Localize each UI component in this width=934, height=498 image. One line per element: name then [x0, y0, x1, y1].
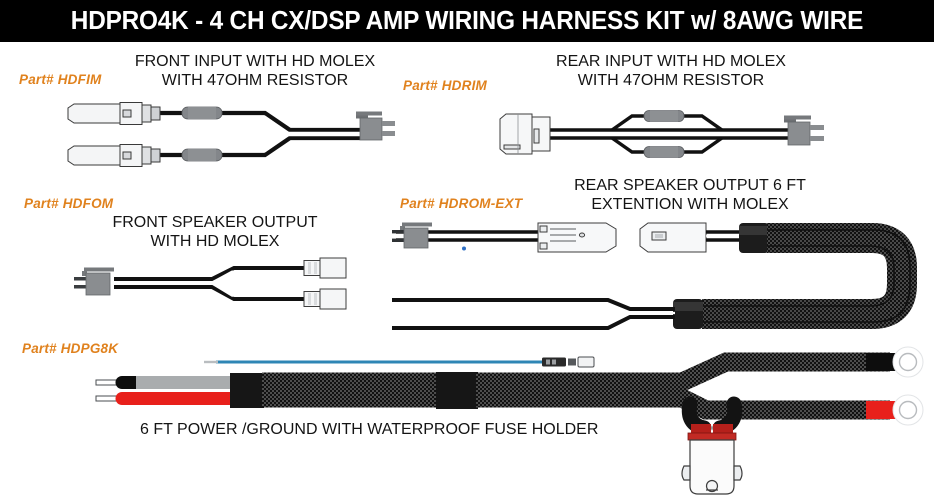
- description-hdrim: REAR INPUT WITH HD MOLEX WITH 47OHM RESI…: [526, 52, 816, 90]
- description-hdfim: FRONT INPUT WITH HD MOLEX WITH 47OHM RES…: [110, 52, 400, 90]
- part-number-hdrom-ext: Part# HDROM-EXT: [400, 196, 523, 211]
- description-hdfim-line-1: FRONT INPUT WITH HD MOLEX: [134, 53, 376, 70]
- diagram-hdpg8k: [86, 346, 934, 496]
- part-number-hdpg8k: Part# HDPG8K: [22, 341, 119, 356]
- part-number-hdfim: Part# HDFIM: [19, 72, 102, 87]
- page-title: HDPRO4K - 4 CH CX/DSP AMP WIRING HARNESS…: [70, 6, 864, 35]
- description-hdfim-line-2: WITH 47OHM RESISTOR: [161, 72, 349, 89]
- diagram-hdfom: [72, 255, 362, 315]
- description-hdrom-ext-line-1: REAR SPEAKER OUTPUT 6 FT: [574, 177, 806, 194]
- part-number-hdrim: Part# HDRIM: [403, 78, 487, 93]
- description-hdrim-line-1: REAR INPUT WITH HD MOLEX: [556, 53, 786, 70]
- description-hdrim-line-2: WITH 47OHM RESISTOR: [577, 72, 765, 89]
- part-number-hdfom: Part# HDFOM: [24, 196, 114, 211]
- description-hdfom-line-2: WITH HD MOLEX: [150, 233, 280, 250]
- description-hdpg8k: 6 FT POWER /GROUND WITH WATERPROOF FUSE …: [140, 420, 655, 439]
- description-hdfom: FRONT SPEAKER OUTPUT WITH HD MOLEX: [90, 213, 340, 251]
- description-hdfom-line-1: FRONT SPEAKER OUTPUT: [112, 214, 318, 231]
- description-hdrom-ext-line-2: EXTENTION WITH MOLEX: [591, 196, 789, 213]
- diagram-hdrom-ext: [390, 218, 934, 333]
- diagram-hdfim: [60, 98, 395, 168]
- description-hdpg8k-line-1: 6 FT POWER /GROUND WITH WATERPROOF FUSE …: [140, 421, 599, 438]
- diagram-hdrim: [492, 103, 832, 165]
- title-bar: HDPRO4K - 4 CH CX/DSP AMP WIRING HARNESS…: [0, 0, 934, 42]
- description-hdrom-ext: REAR SPEAKER OUTPUT 6 FT EXTENTION WITH …: [545, 176, 835, 214]
